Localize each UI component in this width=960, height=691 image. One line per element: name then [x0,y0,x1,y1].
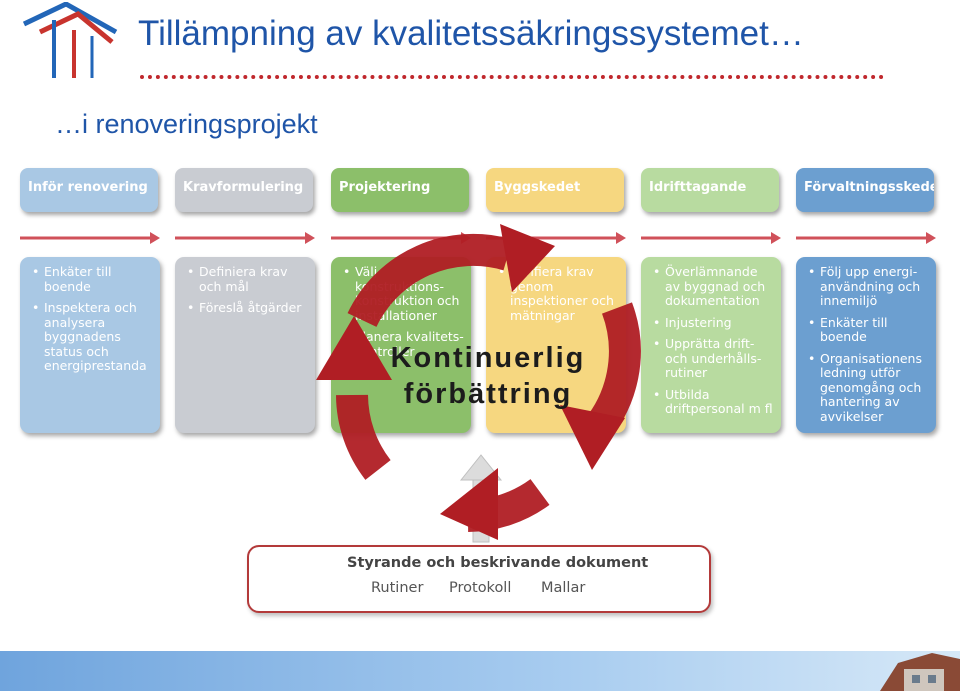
phase-idrifttagande: Idrifttagande [641,168,779,212]
page-title: Tillämpning av kvalitetssäkringssystemet… [138,14,804,53]
phase-kravformulering: Kravformulering [175,168,313,212]
list-item: Utbilda driftpersonal m fl [653,387,775,417]
cycle-line-1: Kontinuerlig [390,342,586,374]
phase-projektering: Projektering [331,168,469,212]
arrow-right-icon [641,232,781,244]
title-divider [140,75,884,79]
governing-documents-box: Styrande och beskrivande dokument Rutine… [247,545,711,613]
list-item: Föreslå åtgärder [187,300,309,316]
phase-infor-renovering: Inför renovering [20,168,158,212]
page-subtitle: …i renoveringsprojekt [55,109,318,139]
column-forvaltningsskedet: Följ upp energi-användning och innemiljö… [796,257,936,433]
document-rutiner: Rutiner [371,580,424,596]
column-infor-renovering: Enkäter till boende Inspektera och analy… [20,257,160,433]
list-item: Enkäter till boende [32,264,154,294]
continuous-improvement-label: Kontinuerlig förbättring [360,340,616,412]
list-item: Organisationens ledning utför genomgång … [808,351,930,425]
list-item: Enkäter till boende [808,315,930,345]
footer-photo-strip [0,651,960,691]
phase-forvaltningsskedet: Förvaltningsskedet [796,168,934,212]
list-item: Upprätta drift- och underhålls-rutiner [653,336,775,381]
arrow-right-icon [175,232,315,244]
list-item: Inspektera och analysera byggnadens stat… [32,300,154,374]
list-item: Följ upp energi-användning och innemiljö [808,264,930,309]
list-item: Injustering [653,315,775,331]
house-logo-icon [22,2,118,78]
column-kravformulering: Definiera krav och mål Föreslå åtgärder [175,257,315,433]
list-item: Överlämnande av byggnad och dokumentatio… [653,264,775,309]
arrow-right-icon [796,232,936,244]
cycle-line-2: förbättring [403,378,573,410]
document-protokoll: Protokoll [449,580,512,596]
documents-title: Styrande och beskrivande dokument [347,555,649,571]
list-item: Definiera krav och mål [187,264,309,294]
document-mallar: Mallar [541,580,586,596]
arrow-right-icon [20,232,160,244]
phase-byggskedet: Byggskedet [486,168,624,212]
column-idrifttagande: Överlämnande av byggnad och dokumentatio… [641,257,781,433]
